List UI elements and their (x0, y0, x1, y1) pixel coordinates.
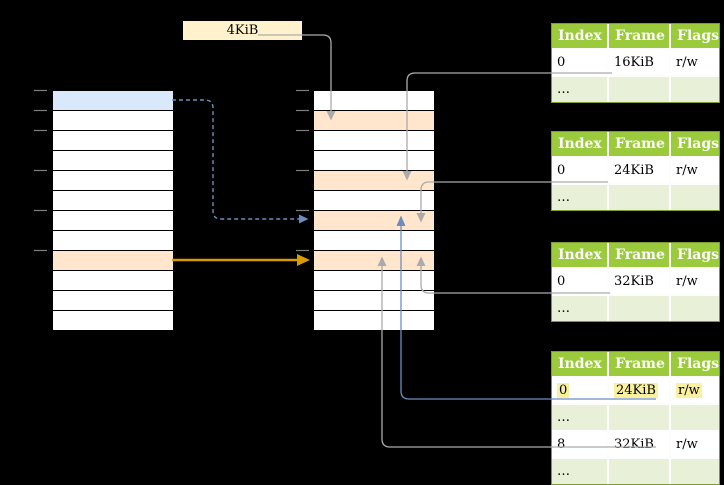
middle-row-6 (314, 191, 434, 211)
highlight-text: 24KiB (614, 383, 658, 398)
table-cell-ellipsis: … (552, 296, 607, 321)
middle-row-3 (314, 131, 434, 151)
frame-table-4-header-index: Index (552, 352, 607, 376)
connector-virtual-page-dashed (172, 99, 299, 220)
table-cell (671, 77, 719, 102)
frame-table-3-header-flags: Flags (671, 243, 719, 267)
left-row-2 (53, 111, 173, 131)
table-cell: 0 (552, 158, 607, 183)
highlight-text: 0 (557, 383, 570, 398)
left-row-9-orange (53, 251, 173, 271)
left-row-7 (53, 211, 173, 231)
left-row-10 (53, 271, 173, 291)
frame-table-1-header-index: Index (552, 24, 607, 48)
middle-row-10 (314, 271, 434, 291)
frame-table-1: Index Frame Flags 0 16KiB r/w … (551, 23, 720, 103)
virtual-memory-table (52, 90, 174, 331)
frame-table-4: Index Frame Flags 0 24KiB r/w … 8 32KiB … (551, 351, 720, 485)
middle-row-12 (314, 311, 434, 330)
page-size-label: 4KiB (183, 21, 302, 40)
table-cell (609, 296, 669, 321)
frame-table-2: Index Frame Flags 0 24KiB r/w … (551, 131, 720, 211)
table-cell-ellipsis: … (552, 77, 607, 102)
table-cell (671, 185, 719, 210)
table-cell (671, 405, 719, 430)
table-cell (609, 459, 669, 484)
table-cell: r/w (671, 158, 719, 183)
table-cell: r/w (671, 269, 719, 294)
table-cell-highlighted: 0 (552, 378, 607, 403)
left-row-6 (53, 191, 173, 211)
frame-table-2-header-frame: Frame (609, 132, 669, 156)
table-cell: 8 (552, 432, 607, 457)
frame-table-3-header-frame: Frame (609, 243, 669, 267)
table-cell: 16KiB (609, 50, 669, 75)
table-cell (671, 459, 719, 484)
left-row-11 (53, 291, 173, 311)
table-cell: 0 (552, 50, 607, 75)
left-row-12 (53, 311, 173, 330)
middle-row-7-orange (314, 211, 434, 231)
table-cell: 32KiB (609, 432, 669, 457)
left-row-5 (53, 171, 173, 191)
table-cell (609, 405, 669, 430)
table-cell (609, 77, 669, 102)
middle-row-9-orange (314, 251, 434, 271)
middle-row-8 (314, 231, 434, 251)
table-cell: r/w (671, 432, 719, 457)
table-cell-ellipsis: … (552, 405, 607, 430)
arrowhead-right-icon (297, 254, 310, 266)
middle-row-4 (314, 151, 434, 171)
middle-row-2-orange (314, 111, 434, 131)
middle-row-11 (314, 291, 434, 311)
table-cell: 24KiB (609, 158, 669, 183)
table-cell: r/w (671, 50, 719, 75)
frame-table-4-header-flags: Flags (671, 352, 719, 376)
left-row-3 (53, 131, 173, 151)
middle-row-5-orange (314, 171, 434, 191)
table-cell-ellipsis: … (552, 185, 607, 210)
table-cell-ellipsis: … (552, 459, 607, 484)
left-row-1-blue (53, 91, 173, 111)
frame-table-1-header-frame: Frame (609, 24, 669, 48)
arrowhead-right-icon (299, 214, 309, 224)
frame-table-2-header-flags: Flags (671, 132, 719, 156)
table-cell-highlighted: 24KiB (609, 378, 669, 403)
table-cell (609, 185, 669, 210)
left-row-8 (53, 231, 173, 251)
middle-row-1 (314, 91, 434, 111)
frame-table-4-header-frame: Frame (609, 352, 669, 376)
highlight-text: r/w (676, 383, 702, 398)
table-cell-highlighted: r/w (671, 378, 719, 403)
frame-table-1-header-flags: Flags (671, 24, 719, 48)
table-cell: 32KiB (609, 269, 669, 294)
left-row-4 (53, 151, 173, 171)
table-cell: 0 (552, 269, 607, 294)
physical-memory-table (313, 90, 435, 331)
frame-table-3: Index Frame Flags 0 32KiB r/w … (551, 242, 720, 322)
table-cell (671, 296, 719, 321)
frame-table-2-header-index: Index (552, 132, 607, 156)
frame-table-3-header-index: Index (552, 243, 607, 267)
